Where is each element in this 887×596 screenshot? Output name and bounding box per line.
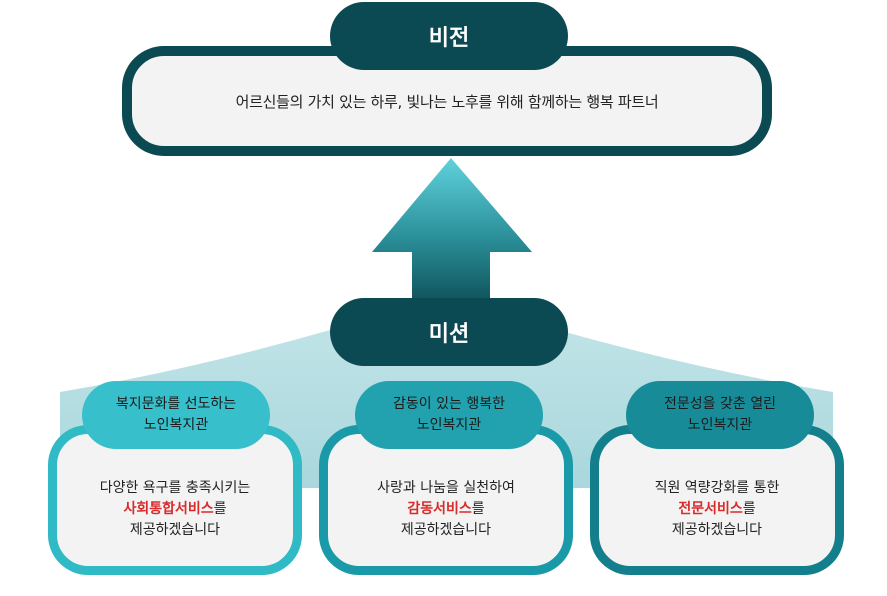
upward-arrow [372,158,532,305]
mission-tag-3-line2: 노인복지관 [687,417,753,433]
mission-tag-1: 복지문화를 선도하는 노인복지관 [82,381,270,449]
mission-card-2: 사랑과 나눔을 실천하여 감동서비스를 제공하겠습니다 [319,425,573,575]
mission-card-2-highlight-suffix: 를 [471,500,485,517]
vision-statement: 어르신들의 가치 있는 하루, 빛나는 노후를 위해 함께하는 행복 파트너 [235,92,659,111]
mission-tag-3: 전문성을 갖춘 열린 노인복지관 [626,381,814,449]
mission-title-badge: 미션 [330,298,568,366]
mission-card-1-body: 다양한 욕구를 충족시키는 사회통합서비스를 제공하겠습니다 [100,460,251,541]
mission-tag-2-line1: 감동이 있는 행복한 [393,396,505,412]
mission-card-1-line2: 사회통합서비스를 [100,499,251,520]
mission-tag-2-line2: 노인복지관 [416,417,482,433]
mission-card-3-highlight: 전문서비스 [678,500,743,517]
mission-card-3-line3: 제공하겠습니다 [671,521,763,538]
mission-card-3-highlight-suffix: 를 [742,500,756,517]
mission-card-1: 다양한 욕구를 충족시키는 사회통합서비스를 제공하겠습니다 [48,425,302,575]
mission-card-2-line2: 감동서비스를 [377,499,515,520]
mission-card-1-highlight: 사회통합서비스 [123,500,214,517]
mission-tag-1-line2: 노인복지관 [143,417,209,433]
mission-card-1-highlight-suffix: 를 [213,500,227,517]
mission-card-2-body: 사랑과 나눔을 실천하여 감동서비스를 제공하겠습니다 [377,460,515,541]
mission-tag-1-line1: 복지문화를 선도하는 [115,396,237,412]
mission-card-2-line1: 사랑과 나눔을 실천하여 [377,479,515,496]
mission-tag-2: 감동이 있는 행복한 노인복지관 [355,381,543,449]
mission-card-3-body: 직원 역량강화를 통한 전문서비스를 제공하겠습니다 [655,460,780,541]
vision-title: 비전 [428,26,470,51]
mission-card-3-line1: 직원 역량강화를 통한 [654,479,780,496]
mission-card-1-line3: 제공하겠습니다 [129,521,221,538]
mission-card-2-highlight: 감동서비스 [407,500,472,517]
vision-title-badge: 비전 [330,2,568,70]
mission-title: 미션 [428,322,470,347]
mission-card-1-line1: 다양한 욕구를 충족시키는 [99,479,251,496]
mission-tag-3-line1: 전문성을 갖춘 열린 [664,396,776,412]
mission-card-3-line2: 전문서비스를 [655,499,780,520]
mission-card-2-line3: 제공하겠습니다 [400,521,492,538]
